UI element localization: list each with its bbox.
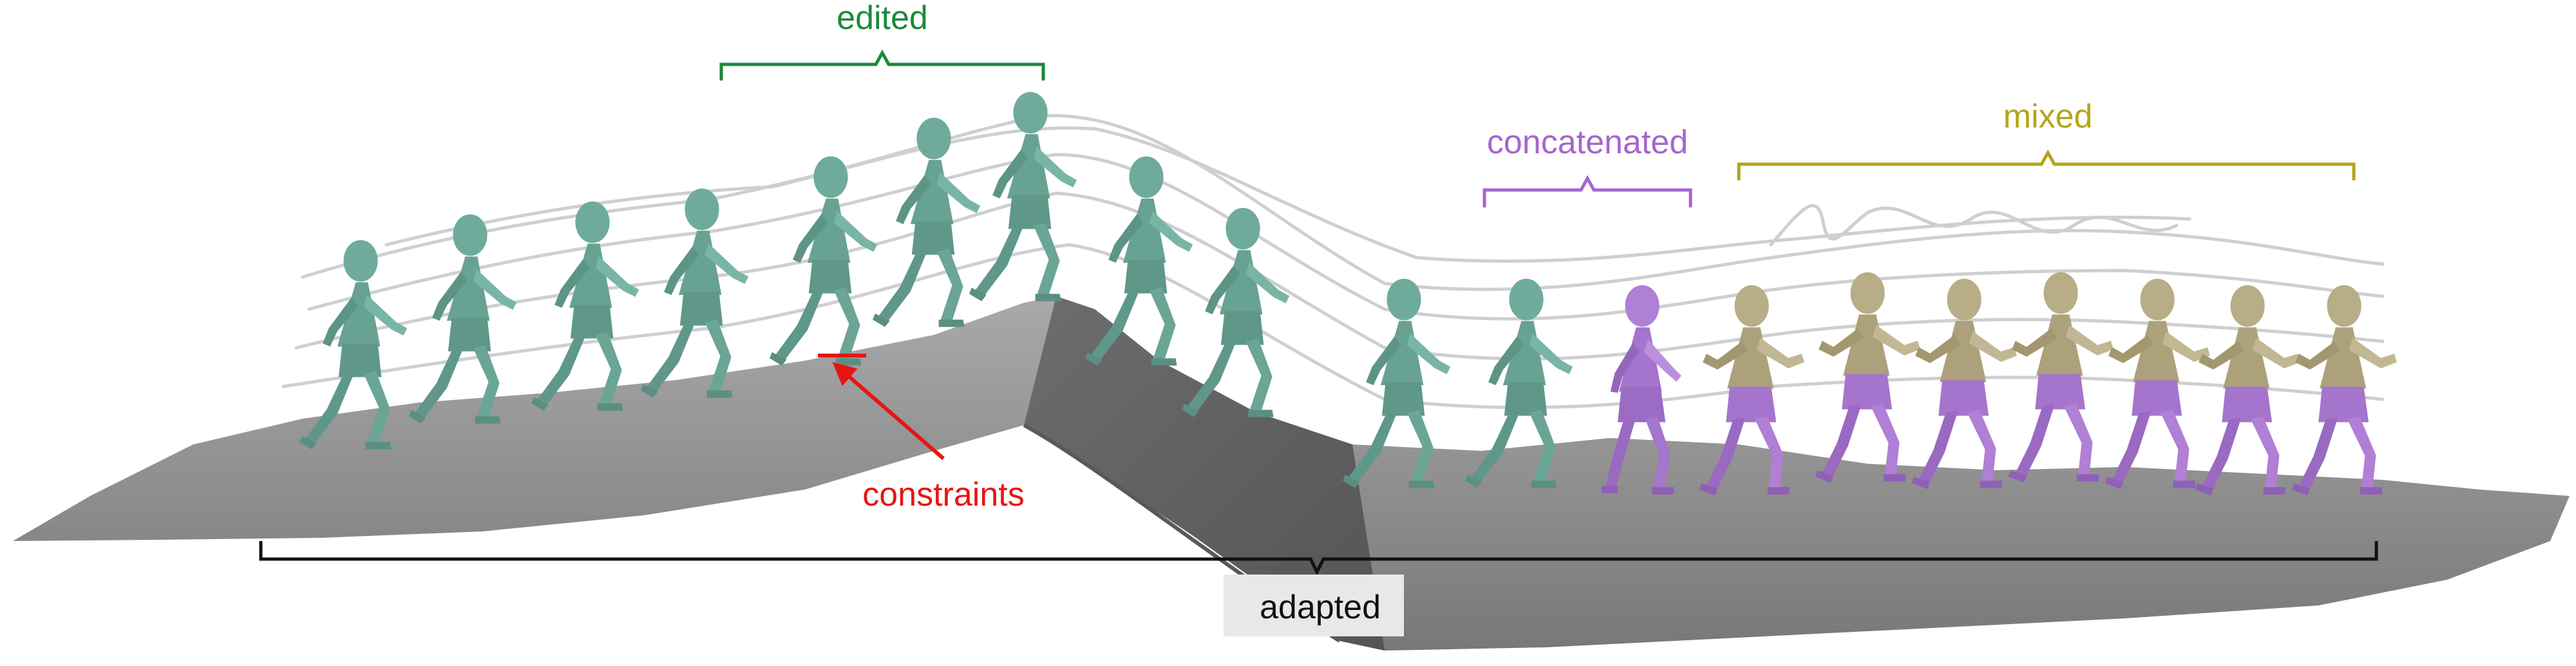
edited-bracket <box>719 49 1045 81</box>
label-concatenated: concatenated <box>1487 124 1688 161</box>
trajectory-line <box>281 243 2385 410</box>
adapted-bracket <box>259 541 2378 576</box>
humanoid-figure-icon <box>531 201 639 411</box>
mixed-bracket <box>1737 149 2356 180</box>
humanoid-figure-icon <box>1911 278 2017 490</box>
arrow-icon <box>832 362 945 461</box>
label-mixed: mixed <box>2003 98 2093 135</box>
humanoid-figure-icon <box>2291 285 2397 496</box>
humanoid-figure-icon <box>1815 272 1920 483</box>
trajectory-line <box>307 153 2385 321</box>
terrain-slope <box>1024 296 1385 651</box>
label-constraints: constraints <box>862 476 1024 513</box>
adapted-label-box <box>1224 575 1404 636</box>
trajectory-line <box>1769 204 2179 247</box>
humanoid-figure-icon <box>641 188 749 398</box>
trajectory-line <box>384 126 2192 263</box>
humanoid-figure-icon <box>969 91 1077 301</box>
humanoid-figure-icon <box>770 156 878 366</box>
humanoid-figure-icon <box>873 117 981 327</box>
concatenated-bracket <box>1482 175 1692 207</box>
label-adapted: adapted <box>1260 589 1381 626</box>
label-edited: edited <box>837 0 928 37</box>
